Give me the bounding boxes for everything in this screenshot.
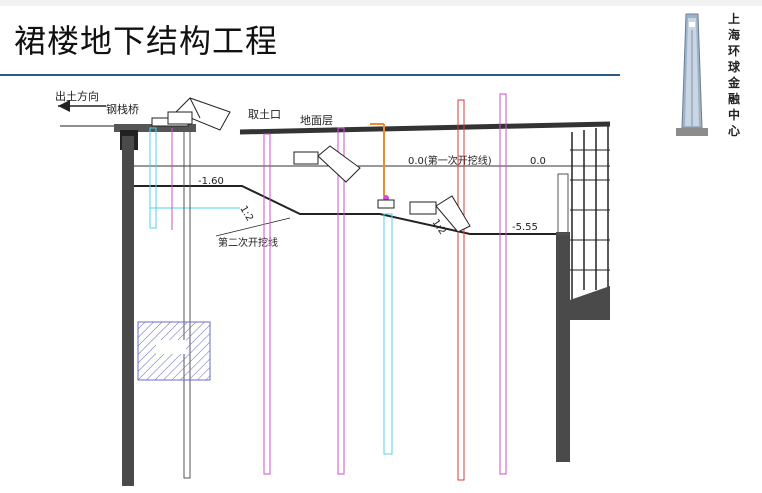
brand-char: 金 bbox=[727, 76, 740, 90]
brand-char: 中 bbox=[727, 108, 740, 122]
label-slope-1: 1:2 bbox=[237, 204, 255, 223]
header-band bbox=[0, 0, 762, 6]
tower-icon bbox=[672, 8, 712, 140]
crane-hook bbox=[370, 123, 395, 209]
label-first-excavation-level: 0.0(第一次开挖线) bbox=[408, 154, 492, 167]
brand-char: 上 bbox=[727, 12, 740, 26]
diaphragm-wall-left bbox=[122, 136, 134, 486]
excavator-1 bbox=[167, 97, 231, 131]
leader-second-excavation bbox=[215, 217, 291, 237]
label-zero-level: 0.0 bbox=[530, 156, 546, 167]
label-slope-2: 1:2 bbox=[430, 217, 448, 236]
title-rule bbox=[0, 74, 620, 76]
excavation-section-drawing: 出土方向 钢栈桥 取土口 地面层 0.0(第一次开挖线) 0.0 -1.60 1… bbox=[55, 89, 611, 486]
label-ground-floor: 地面层 bbox=[300, 114, 333, 127]
right-structure bbox=[556, 126, 610, 462]
label-soil-outlet: 取土口 bbox=[248, 108, 281, 121]
pile-group bbox=[149, 93, 507, 481]
excavator-3 bbox=[409, 195, 471, 233]
brand-char: 球 bbox=[727, 60, 740, 74]
label-second-excavation-line: 第二次开挖线 bbox=[218, 236, 278, 249]
label-level-minus-160: -1.60 bbox=[198, 176, 224, 187]
second-excavation-profile bbox=[134, 185, 558, 235]
brand-logo: 上 海 环 球 金 融 中 心 bbox=[668, 8, 748, 140]
exit-direction-arrow bbox=[58, 100, 120, 127]
label-exit-direction: 出土方向 bbox=[55, 89, 99, 103]
label-steel-trestle: 钢栈桥 bbox=[106, 102, 139, 116]
label-level-minus-555: -5.55 bbox=[512, 222, 538, 233]
slide-title: 裙楼地下结构工程 bbox=[14, 22, 279, 60]
brand-char: 环 bbox=[727, 44, 740, 58]
excavator-2 bbox=[293, 145, 361, 183]
hatched-block-void bbox=[156, 340, 186, 354]
brand-char: 融 bbox=[727, 92, 740, 106]
brand-char: 心 bbox=[727, 124, 740, 138]
ground-floor-slab bbox=[239, 121, 611, 135]
brand-char: 海 bbox=[727, 28, 740, 42]
